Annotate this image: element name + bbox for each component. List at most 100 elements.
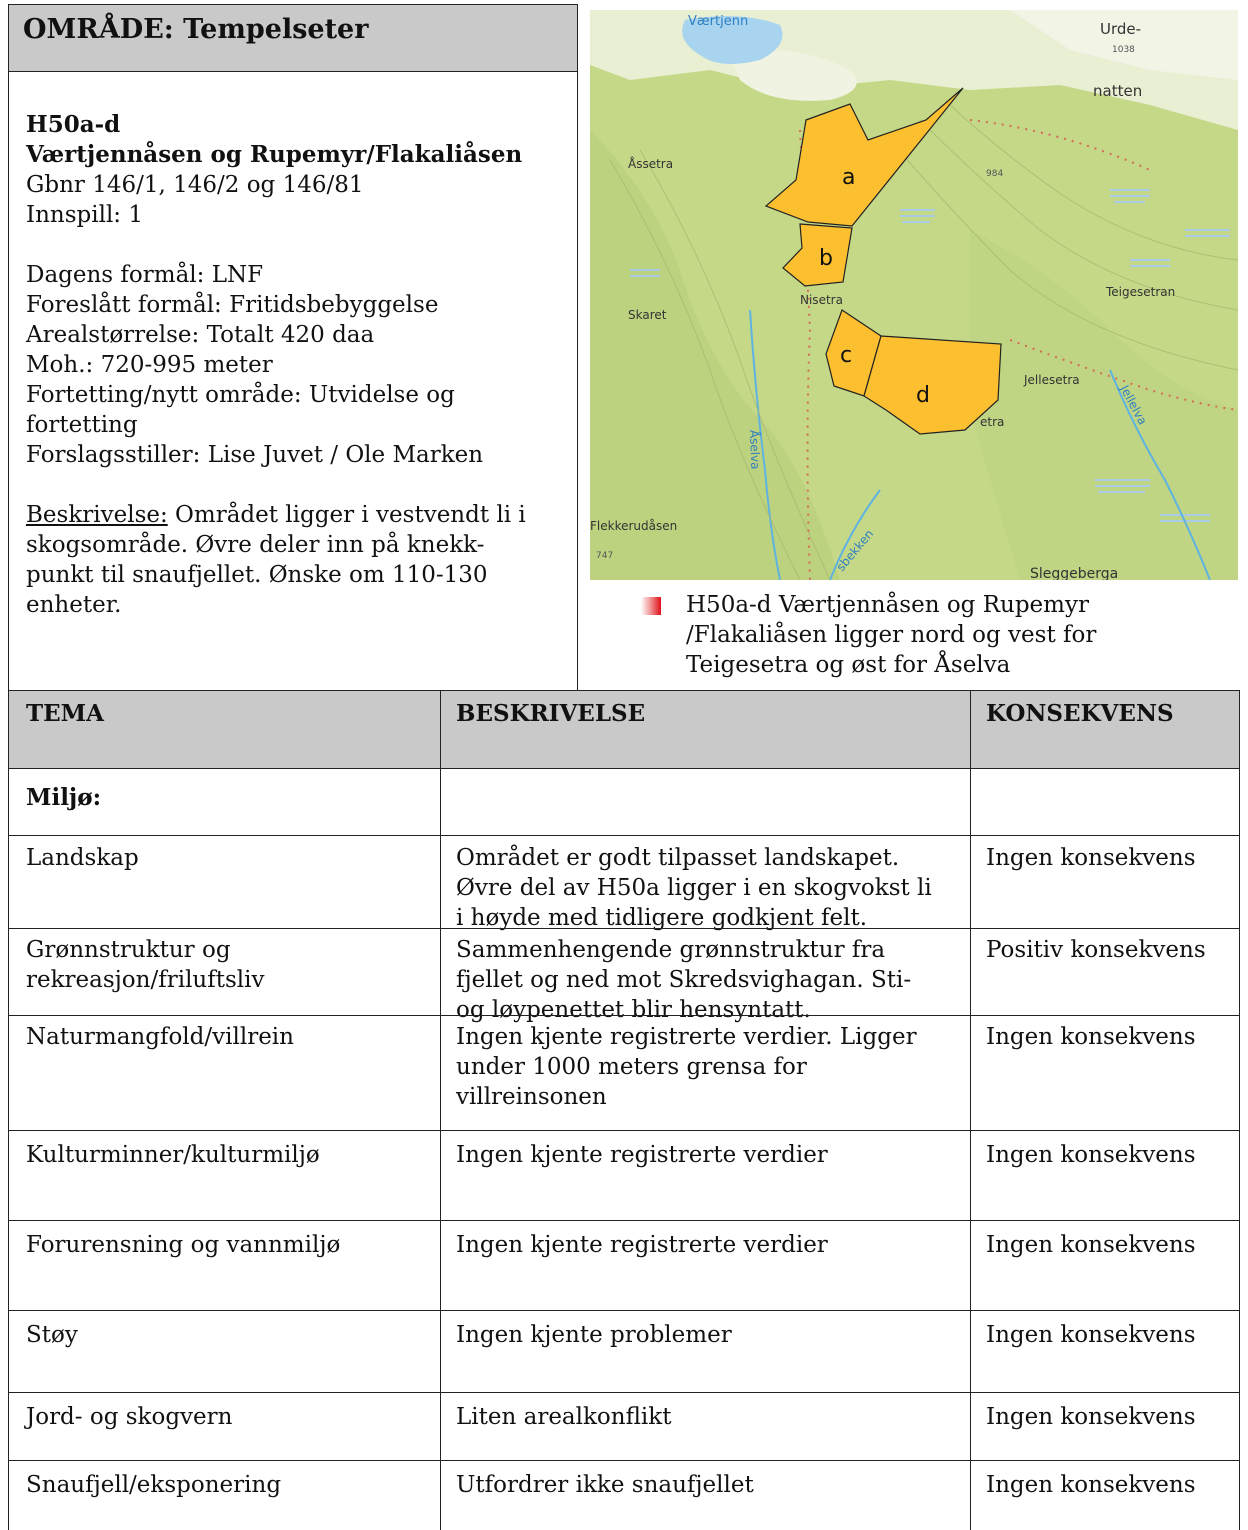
- tema-line: Jord- og skogvern: [26, 1404, 233, 1430]
- row-4-konsekvens: Ingen konsekvens: [986, 1142, 1196, 1168]
- table-header-row: [8, 690, 1240, 768]
- row-4-tema: Kulturminner/kulturmiljø: [26, 1140, 436, 1170]
- dagens-formal: Dagens formål: LNF: [26, 262, 264, 288]
- map-wetlands: [630, 189, 1230, 522]
- caption-line-2: /Flakaliåsen ligger nord og vest for: [686, 622, 1097, 648]
- table-line: [8, 1460, 1240, 1461]
- beskrivelse-line: og løypenettet blir hensyntatt.: [456, 997, 811, 1023]
- arealstorrelse: Arealstørrelse: Totalt 420 daa: [26, 322, 375, 348]
- map-label-elev-747: 747: [596, 551, 613, 561]
- zone-d: [863, 335, 1002, 435]
- row-2-konsekvens: Positiv konsekvens: [986, 937, 1206, 963]
- zone-c: [825, 309, 882, 397]
- map-caption: H50a-d Værtjennåsen og Rupemyr /Flakaliå…: [686, 590, 1226, 680]
- beskrivelse-line: Ingen kjente problemer: [456, 1322, 732, 1348]
- map-label-vartjenn: Værtjenn: [688, 14, 748, 29]
- innspill: Innspill: 1: [26, 202, 143, 228]
- beskrivelse-line: Ingen kjente registrerte verdier: [456, 1232, 828, 1258]
- row-5-konsekvens: Ingen konsekvens: [986, 1232, 1196, 1258]
- row-3-konsekvens: Ingen konsekvens: [986, 1024, 1196, 1050]
- fortetting-line-1: Fortetting/nytt område: Utvidelse og: [26, 382, 455, 408]
- beskrivelse-line: Øvre del av H50a ligger i en skogvokst l…: [456, 875, 932, 901]
- table-line: [8, 1310, 1240, 1311]
- map-zones: [764, 87, 1002, 435]
- beskrivelse-line: Ingen kjente registrerte verdier: [456, 1142, 828, 1168]
- col-header-beskrivelse: BESKRIVELSE: [456, 700, 646, 727]
- beskrivelse-line: fjellet og ned mot Skredsvighagan. Sti-: [456, 967, 912, 993]
- table-line: [8, 928, 1240, 929]
- row-5-tema: Forurensning og vannmiljø: [26, 1230, 436, 1260]
- beskrivelse-line: Ingen kjente registrerte verdier. Ligger: [456, 1024, 917, 1050]
- map-label-skaret: Skaret: [628, 308, 667, 322]
- beskrivelse-line: villreinsonen: [456, 1084, 607, 1110]
- map-river-jellelva: [1109, 369, 1211, 580]
- beskrivelse-line: Liten arealkonflikt: [456, 1404, 672, 1430]
- area-header: [8, 4, 578, 71]
- tema-line: rekreasjon/friluftsliv: [26, 967, 265, 993]
- tema-line: Naturmangfold/villrein: [26, 1024, 294, 1050]
- row-8-konsekvens: Ingen konsekvens: [986, 1472, 1196, 1498]
- moh: Moh.: 720-995 meter: [26, 352, 273, 378]
- map-label-elev-1038: 1038: [1112, 45, 1135, 55]
- row-7-tema: Jord- og skogvern: [26, 1402, 436, 1432]
- row-4-beskrivelse: Ingen kjente registrerte verdier: [456, 1140, 966, 1170]
- map-label-jellesetra: Jellesetra: [1023, 373, 1080, 387]
- table-line: [8, 690, 1240, 691]
- col-header-tema: TEMA: [26, 700, 104, 727]
- col-header-konsekvens: KONSEKVENS: [986, 700, 1174, 727]
- map-label-nisetra: Nisetra: [800, 293, 843, 307]
- tema-line: Landskap: [26, 845, 139, 871]
- beskrivelse-line: Sammenhengende grønnstruktur fra: [456, 937, 886, 963]
- zone-b: [782, 223, 853, 287]
- map-contours: [609, 104, 1238, 580]
- table-line: [8, 1220, 1240, 1221]
- map-bare-patch: [730, 50, 857, 101]
- map-forest-west: [590, 130, 840, 580]
- table-col-line: [440, 690, 441, 1530]
- map-label-flekkerudasen: Flekkerudåsen: [590, 519, 677, 533]
- table-line: [8, 1015, 1240, 1016]
- map-label-sleggeberga: Sleggeberga: [1030, 566, 1118, 580]
- area-name: Værtjennåsen og Rupemyr/Flakaliåsen: [26, 141, 523, 168]
- map-label-etra: etra: [980, 415, 1004, 429]
- map-label-natten: natten: [1093, 82, 1142, 100]
- row-6-beskrivelse: Ingen kjente problemer: [456, 1320, 966, 1350]
- row-1-tema: Landskap: [26, 843, 436, 873]
- beskrivelse-line: under 1000 meters grensa for: [456, 1054, 807, 1080]
- row-6-tema: Støy: [26, 1320, 436, 1350]
- foreslatt-formal: Foreslått formål: Fritidsbebyggelse: [26, 292, 439, 318]
- zone-label-a: a: [842, 165, 855, 190]
- table-line: [8, 1130, 1240, 1131]
- map-label-elev-984: 984: [986, 169, 1003, 179]
- header-bottom-border: [8, 71, 578, 72]
- top-middle-border: [577, 4, 578, 690]
- tema-line: Grønnstruktur og: [26, 937, 231, 963]
- tema-line: Kulturminner/kulturmiljø: [26, 1142, 320, 1168]
- map-label-assetra: Åssetra: [628, 156, 673, 171]
- forslagsstiller: Forslagsstiller: Lise Juvet / Ole Marken: [26, 442, 484, 468]
- legend-swatch-icon: [641, 597, 661, 615]
- tema-line: Støy: [26, 1322, 78, 1348]
- row-7-beskrivelse: Liten arealkonflikt: [456, 1402, 966, 1432]
- row-3-beskrivelse: Ingen kjente registrerte verdier. Ligger…: [456, 1022, 966, 1112]
- row-8-beskrivelse: Utfordrer ikke snaufjellet: [456, 1470, 966, 1500]
- area-info: H50a-d Værtjennåsen og Rupemyr/Flakaliås…: [26, 110, 571, 620]
- top-border: [8, 4, 578, 5]
- beskrivelse-line: Området er godt tilpasset landskapet.: [456, 845, 900, 871]
- top-left-border: [8, 4, 9, 690]
- map-label-aselva: Åselva: [747, 430, 763, 470]
- row-6-konsekvens: Ingen konsekvens: [986, 1322, 1196, 1348]
- table-col-line: [8, 690, 9, 1530]
- row-1-beskrivelse: Området er godt tilpasset landskapet. Øv…: [456, 843, 966, 933]
- beskrivelse-line: Utfordrer ikke snaufjellet: [456, 1472, 754, 1498]
- table-line: [8, 835, 1240, 836]
- row-8-tema: Snaufjell/eksponering: [26, 1470, 436, 1500]
- beskrivelse-label: Beskrivelse:: [26, 502, 168, 528]
- map-label-urde: Urde-: [1100, 20, 1141, 38]
- beskrivelse-text-1: Området ligger i vestvendt li i: [167, 502, 526, 528]
- caption-line-3: Teigesetra og øst for Åselva: [686, 652, 1011, 678]
- area-map: a b c d Værtjenn Urde- 1038 natten Åsset…: [590, 10, 1238, 580]
- row-3-tema: Naturmangfold/villrein: [26, 1022, 436, 1052]
- row-1-konsekvens: Ingen konsekvens: [986, 845, 1196, 871]
- zone-label-b: b: [819, 246, 833, 271]
